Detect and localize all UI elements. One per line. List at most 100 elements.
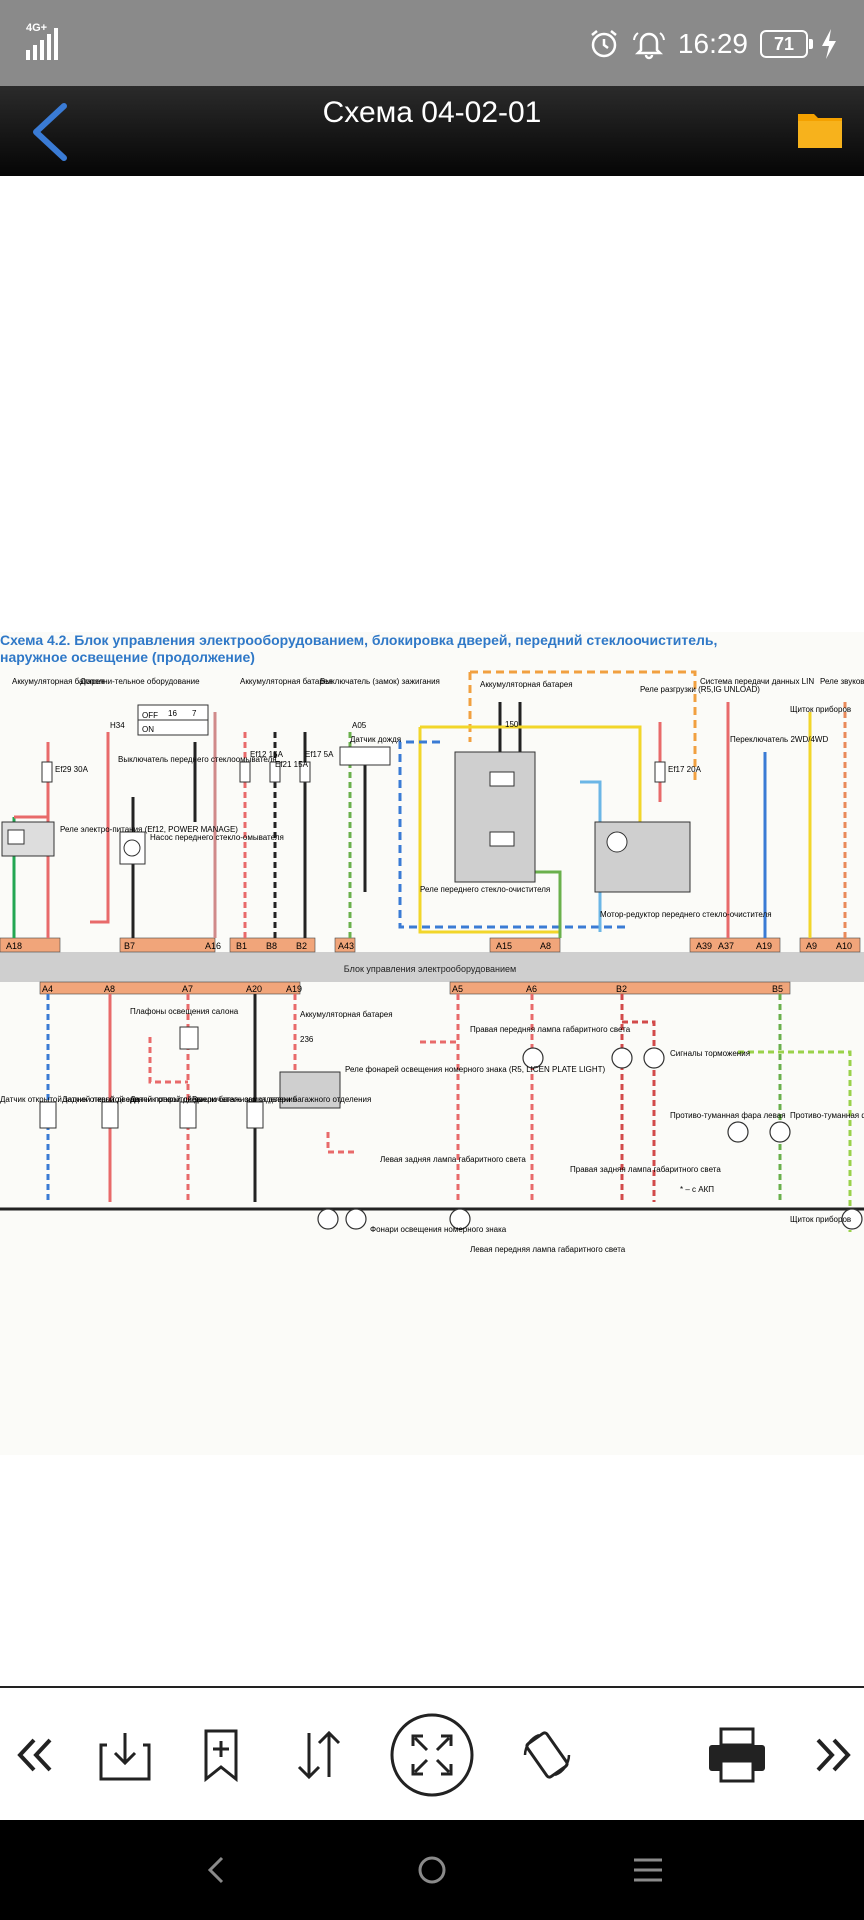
conn-top-6: A43 [338, 941, 354, 951]
fuse-3: Ef17 5A [305, 750, 334, 759]
chevron-left-icon [33, 103, 67, 161]
conn-top-12: A9 [806, 941, 817, 951]
label-brake: Сигналы торможения [670, 1049, 750, 1058]
label-right-front-lamp: Правая передняя лампа габаритного света [470, 1025, 631, 1034]
label-pump: Насос переднего стекло-омывателя [150, 833, 284, 842]
label-relay-power: Реле электро-питания (Ef12, POWER MANAGE… [60, 825, 238, 834]
nav-menu-button[interactable] [628, 1850, 688, 1890]
rotate-button[interactable] [512, 1710, 582, 1800]
label-lin: Система передачи данных LIN [700, 677, 814, 686]
nav-home-button[interactable] [412, 1850, 472, 1890]
nav-menu-icon [634, 1858, 662, 1882]
label-fog-left: Противо-туманная фара левая [670, 1111, 786, 1120]
nav-back-button[interactable] [196, 1850, 256, 1890]
conn-bot-1: A8 [104, 984, 115, 994]
label-acc-batt-3: Аккумуляторная батарея [480, 680, 573, 689]
conn-bot-2: A7 [182, 984, 193, 994]
label-dash: Щиток приборов [790, 705, 851, 714]
wire-236: 236 [300, 1035, 314, 1044]
switch-pin2: 7 [192, 709, 197, 718]
double-chevron-right-icon [816, 1738, 851, 1772]
label-dash2: Щиток приборов [790, 1215, 851, 1224]
schematic-drawing: Блок управления электрооборудованием A18… [0, 670, 864, 1254]
wiper-motor [594, 821, 691, 893]
label-cabin-lights: Плафоны освещения салона [130, 1007, 239, 1016]
conn-bot-6: A6 [526, 984, 537, 994]
last-page-button[interactable] [798, 1710, 864, 1800]
label-acc-batt-1: Аккумуляторная батарея [12, 677, 105, 686]
bottom-connector-strip: A4 A8 A7 A20 A19 A5 A6 B2 B5 [39, 981, 791, 995]
download-button[interactable] [90, 1710, 160, 1800]
wire-h34: H34 [110, 721, 125, 730]
fuse-0: Ef29 30A [55, 765, 89, 774]
bus-label: Блок управления электрооборудованием [344, 964, 516, 974]
switch-on: ON [142, 725, 154, 734]
sort-arrows-icon [297, 1730, 341, 1780]
bookmark-add-button[interactable] [186, 1710, 256, 1800]
print-button[interactable] [702, 1710, 772, 1800]
pump-motor [119, 831, 146, 865]
conn-bot-0: A4 [42, 984, 53, 994]
label-horn-relay: Реле звукового сигнала [820, 677, 864, 686]
plate-relay [279, 1071, 341, 1109]
conn-top-11: A19 [756, 941, 772, 951]
washer-switch [137, 704, 209, 736]
conn-top-10: A37 [718, 941, 734, 951]
rotate-device-icon [523, 1731, 571, 1779]
conn-top-9: A39 [696, 941, 712, 951]
bookmark-add-icon [204, 1729, 238, 1783]
conn-bot-8: B5 [772, 984, 783, 994]
scheme-title: Схема 4.2. Блок управления электрооборуд… [0, 632, 864, 666]
relay-power [1, 821, 55, 857]
label-acc-batt-4: Аккумуляторная батарея [300, 1010, 393, 1019]
fuses [41, 761, 666, 783]
document-viewer[interactable]: Схема 4.2. Блок управления электрооборуд… [0, 176, 864, 1686]
double-chevron-left-icon [17, 1738, 52, 1772]
battery-icon: 71 [760, 30, 813, 58]
conn-bot-3: A20 [246, 984, 262, 994]
scheme-title-line1: Схема 4.2. Блок управления электрооборуд… [0, 632, 718, 648]
label-motor: Мотор-редуктор переднего стекло-очистите… [600, 910, 772, 919]
first-page-button[interactable] [0, 1710, 70, 1800]
back-button[interactable] [26, 102, 76, 162]
label-trunk-door: Датчик открытой двери багажного отделени… [130, 1095, 297, 1104]
diode [179, 1026, 199, 1050]
network-type: 4G+ [26, 22, 48, 34]
folder-button[interactable] [796, 108, 844, 150]
scheme-title-line2: наружное освещение (продолжение) [0, 649, 255, 665]
label-extra-equip: Дополни-тельное оборудование [80, 677, 200, 686]
conn-top-8: A8 [540, 941, 551, 951]
nav-back-icon [207, 1856, 224, 1884]
door-sensors [39, 1101, 264, 1129]
fit-screen-button[interactable] [388, 1710, 476, 1800]
charging-icon [822, 29, 836, 59]
label-door-rear-left: Датчик открытой задней левой двери [0, 1095, 139, 1104]
nav-home-icon [418, 1856, 446, 1884]
battery-level: 71 [773, 33, 795, 54]
bottom-toolbar [0, 1686, 864, 1822]
fuse-2: Ef21 15A [275, 760, 309, 769]
download-icon [99, 1733, 151, 1781]
notification-bell-icon [632, 32, 665, 60]
control-unit-bus [0, 952, 864, 982]
label-acc-batt-2: Аккумуляторная батарея [240, 677, 333, 686]
status-right: 16:29 71 [588, 22, 838, 66]
wiring-diagram[interactable]: Схема 4.2. Блок управления электрооборуд… [0, 632, 864, 1455]
label-unload-relay: Реле разгрузки (R5,IG UNLOAD) [640, 685, 760, 694]
conn-top-4: B8 [266, 941, 277, 951]
printer-icon [709, 1727, 765, 1783]
fuse-4: Ef17 20A [668, 765, 702, 774]
label-plate-relay: Реле фонарей освещения номерного знака (… [345, 1065, 606, 1074]
conn-bot-7: B2 [616, 984, 627, 994]
folder-icon [798, 114, 842, 148]
label-rain-sensor: Датчик дождя [350, 735, 401, 744]
fit-screen-icon [390, 1713, 474, 1797]
conn-top-5: B2 [296, 941, 307, 951]
conn-top-1: B7 [124, 941, 135, 951]
switch-off: OFF [142, 711, 158, 720]
label-left-rear-lamp: Левая задняя лампа габаритного света [380, 1155, 526, 1164]
sort-button[interactable] [284, 1710, 354, 1800]
conn-top-13: A10 [836, 941, 852, 951]
label-2wd: Переключатель 2WD/4WD [730, 735, 828, 744]
conn-bot-5: A5 [452, 984, 463, 994]
